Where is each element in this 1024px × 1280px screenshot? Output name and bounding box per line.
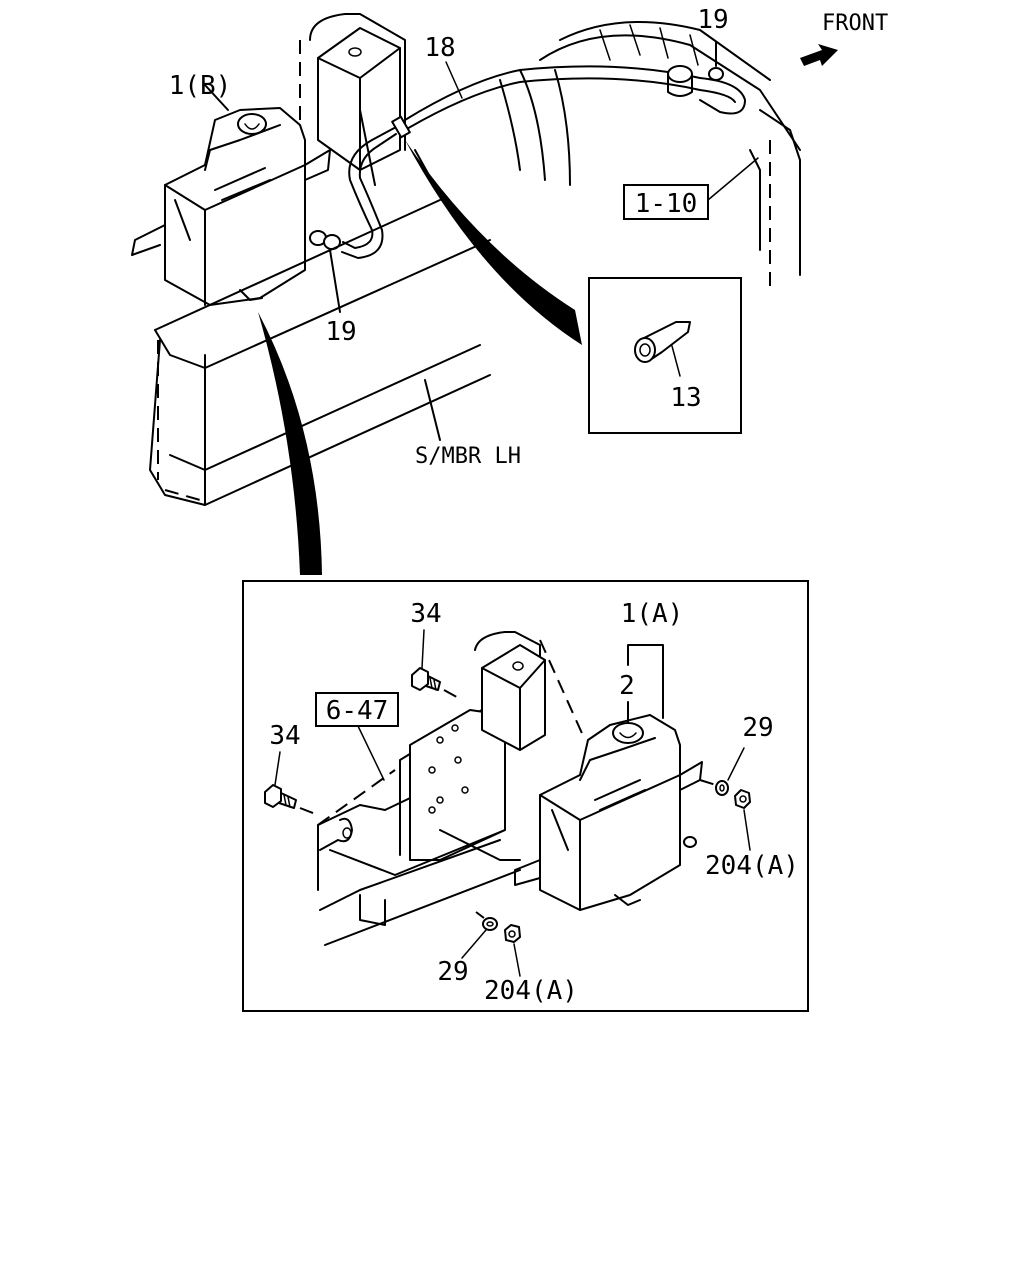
bolt-34-upper (411, 667, 463, 701)
ref-1-10-label: 1-10 (635, 189, 698, 219)
radiator-assembly (414, 21, 801, 290)
callout-bolt-lower: 34 (269, 721, 300, 751)
hose-18 (341, 65, 746, 259)
callout-tank-1b: 1(B) (169, 71, 232, 101)
ref-box-1-10 (623, 184, 709, 220)
reserve-tank-1b (131, 84, 331, 306)
nut-204a-right (734, 789, 751, 809)
callout-washer-bottom: 29 (437, 957, 468, 987)
detail-inset-clip (588, 277, 742, 434)
callout-clip-detail: 13 (670, 383, 701, 413)
nut-204a-bottom (504, 924, 521, 943)
detail-inset-tank (242, 580, 809, 1012)
radiator-bracket (299, 13, 406, 186)
callout-bolt-upper: 34 (410, 599, 441, 629)
ref-box-6-47 (315, 692, 399, 727)
front-arrow-icon (800, 44, 838, 66)
callout-tank-1a: 1(A) (621, 599, 684, 629)
detail-pointer-clip (405, 140, 582, 345)
clip-19-top (667, 41, 724, 97)
bracket-6-47 (317, 689, 521, 946)
callout-nut-right: 204(A) (705, 851, 799, 881)
ref-6-47-label: 6-47 (326, 696, 389, 726)
tank-1a-bracket-line (627, 644, 664, 719)
washer-29-bottom (482, 917, 498, 931)
cap-2 (612, 701, 644, 744)
bolt-34-lower (264, 784, 319, 816)
detail-pointer-tank (258, 312, 322, 575)
reserve-tank-1a (514, 714, 703, 911)
front-label: FRONT (822, 11, 888, 36)
frame-label: S/MBR LH (415, 444, 521, 469)
callout-clip-tank: 19 (325, 317, 356, 347)
callout-cap: 2 (619, 671, 635, 701)
callout-nut-bottom: 204(A) (484, 976, 578, 1006)
clip-13 (634, 321, 691, 377)
callout-hose: 18 (424, 33, 455, 63)
washer-29-right (715, 780, 729, 796)
callout-washer-right: 29 (742, 713, 773, 743)
callout-clip-top: 19 (697, 5, 728, 35)
clip-19-tank (309, 230, 341, 313)
bracket-upper (474, 631, 586, 751)
